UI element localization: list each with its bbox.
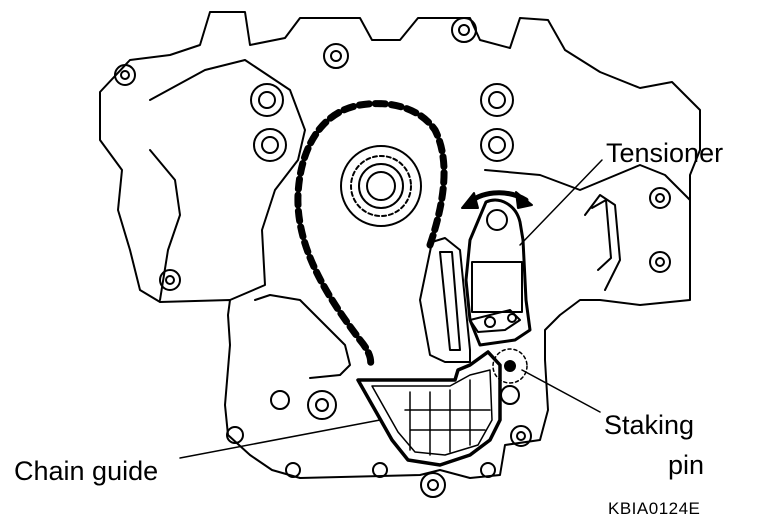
timing-chain: [294, 100, 448, 372]
tensioner-plunger-housing: [471, 261, 523, 313]
chain-guide-ribs: [404, 379, 491, 456]
chain-guide-label: Chain guide: [14, 456, 159, 486]
tensioner-bolt: [484, 316, 496, 328]
rotation-arrowhead-right: [515, 191, 533, 209]
leader-chain-guide: [179, 419, 381, 459]
bolt-boss-right-top: [480, 83, 514, 117]
bolt-boss-top-right: [451, 17, 477, 43]
tensioner-bracket: [469, 309, 521, 333]
tensioner-bolt-2: [507, 313, 517, 323]
chain-guide: [356, 350, 502, 467]
bolt-boss-bottom-right: [510, 425, 532, 447]
block-lower-panel: [254, 294, 351, 379]
figure-code: KBIA0124E: [608, 499, 701, 518]
leader-tensioner: [519, 159, 603, 246]
tensioner-label: Tensioner: [606, 138, 724, 168]
tensioner-pivot: [486, 209, 508, 231]
crank-sprocket: [340, 145, 422, 227]
staking-pin-label-line2: pin: [668, 450, 705, 480]
bolt-boss-right-lower: [649, 251, 671, 273]
bolt-boss-left-mid: [253, 128, 287, 162]
staking-pin-label: Staking: [604, 410, 695, 440]
rotation-arrowhead-left: [461, 192, 479, 209]
block-inner-contour: [149, 59, 306, 301]
leader-staking-pin: [521, 369, 601, 413]
chain-guide-inner: [371, 369, 493, 456]
chain-slipper-inner: [439, 251, 461, 351]
staking-pin: [504, 360, 516, 372]
chain-slipper: [419, 237, 471, 363]
bolt-boss-right-mid: [480, 128, 514, 162]
bolt-boss-right-side: [649, 187, 671, 209]
bolt-boss-left-low: [270, 390, 290, 410]
tensioner-body: [464, 198, 532, 347]
block-inner-contour-right: [484, 164, 691, 201]
block-rib-right-inner: [591, 199, 612, 271]
bolt-boss-left-top: [250, 83, 284, 117]
staking-pin-dashed-circle: [492, 348, 528, 384]
block-rib-right: [584, 194, 621, 291]
bolt-boss-top-center: [323, 43, 349, 69]
bolt-boss-left-lower: [159, 269, 181, 291]
bolt-boss-bottom-center: [420, 472, 446, 498]
block-rib: [149, 149, 181, 301]
bolt-boss-bottom-left: [307, 390, 337, 420]
bolt-boss-upper-left: [114, 64, 136, 86]
